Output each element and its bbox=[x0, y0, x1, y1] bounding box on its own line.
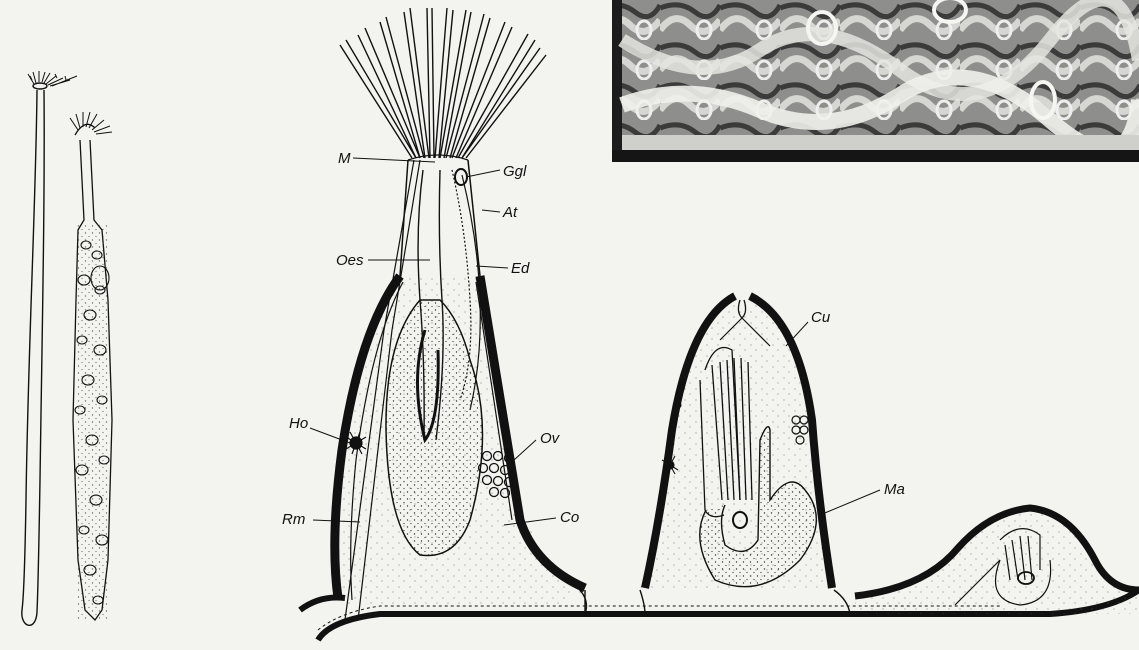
label-M: M bbox=[338, 150, 351, 167]
middle-zooid bbox=[585, 296, 850, 614]
bud-zooid bbox=[855, 508, 1139, 614]
animal-sketch-left bbox=[22, 71, 77, 625]
label-Oes: Oes bbox=[336, 252, 364, 269]
label-Ed: Ed bbox=[511, 260, 530, 277]
label-Ov: Ov bbox=[540, 430, 561, 447]
main-zooid bbox=[335, 8, 587, 620]
label-Cu: Cu bbox=[811, 309, 831, 326]
label-Ma: Ma bbox=[884, 481, 905, 498]
animal-sketch-encrusted bbox=[70, 112, 112, 620]
label-Ho: Ho bbox=[289, 415, 308, 432]
photo-inset bbox=[612, 0, 1139, 162]
label-Ggl: Ggl bbox=[503, 163, 527, 180]
label-Co: Co bbox=[560, 509, 579, 526]
label-At: At bbox=[502, 204, 518, 221]
label-Rm: Rm bbox=[282, 511, 305, 528]
